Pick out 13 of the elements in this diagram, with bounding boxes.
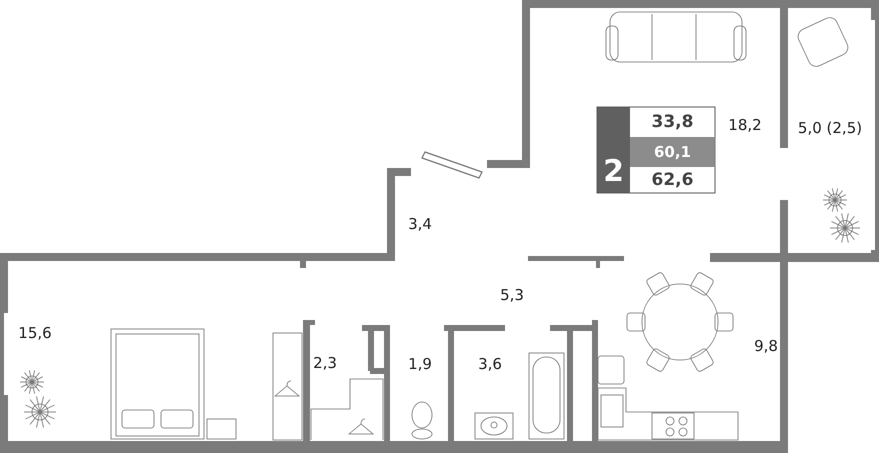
room-area-label: 5,3 — [500, 286, 524, 304]
room-area-label: 5,0 (2,5) — [798, 119, 862, 137]
full-area-value: 62,6 — [650, 169, 694, 192]
room-area-label: 3,4 — [408, 215, 432, 233]
room-area-label: 3,6 — [478, 355, 502, 373]
room-area-label: 9,8 — [754, 337, 778, 355]
total-area-value: 33,8 — [650, 111, 694, 134]
room-area-label: 15,6 — [18, 324, 52, 342]
room-area-label: 1,9 — [408, 355, 432, 373]
room-count: 2 — [602, 153, 625, 191]
room-area-label: 2,3 — [313, 354, 337, 372]
living-area-value: 60,1 — [652, 142, 692, 163]
room-area-label: 18,2 — [728, 116, 762, 134]
